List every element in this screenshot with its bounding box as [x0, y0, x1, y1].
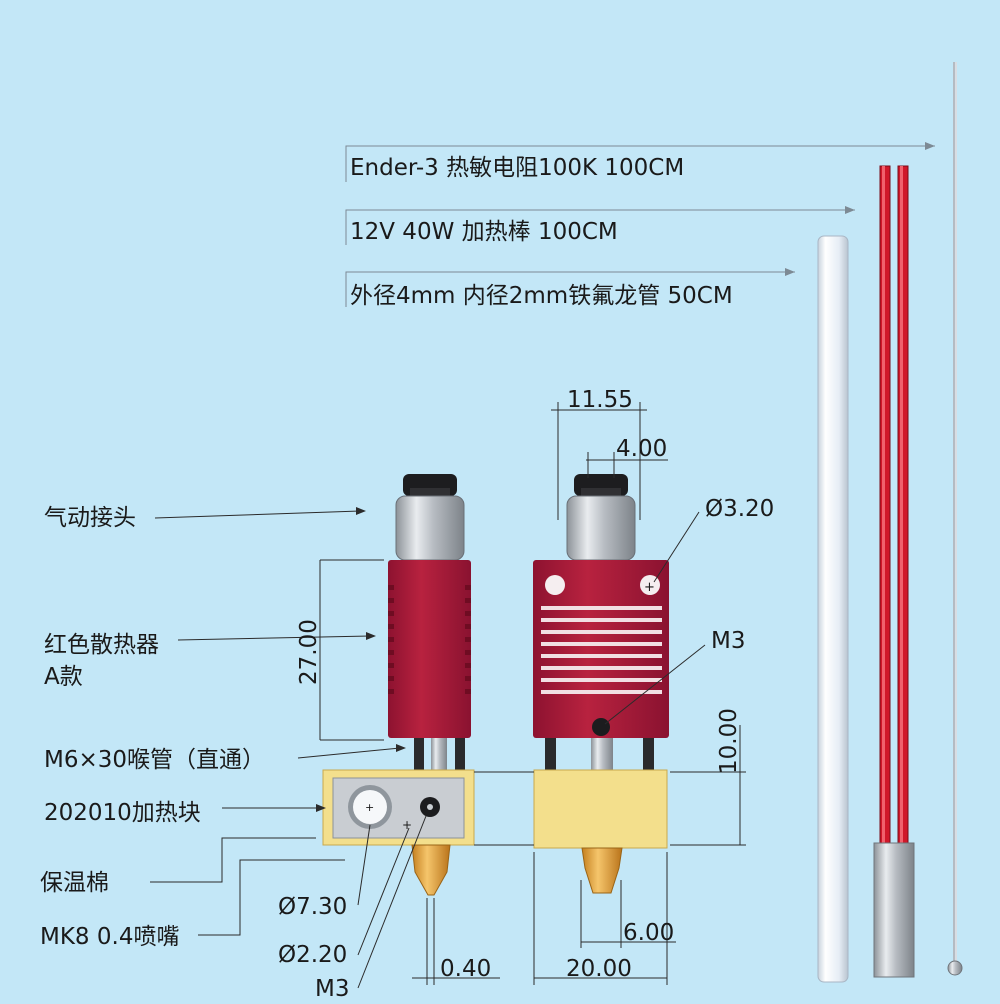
dim-screw-m3-right: M3 [711, 628, 745, 654]
thermistor-probe [947, 62, 963, 976]
dim-heatsink-height: 27.00 [296, 619, 322, 685]
pneumatic-fitting-body [395, 495, 465, 561]
heater-cartridge-wires [879, 165, 909, 847]
top-leaders [345, 145, 935, 307]
label-heatsink-line2: A款 [44, 664, 83, 690]
dim-block-hole-small: Ø2.20 [278, 942, 347, 968]
hotend-front-view: + [533, 474, 669, 894]
part-leaders [150, 510, 706, 989]
dim-block-height: 10.00 [716, 708, 742, 774]
ptfe-tube [817, 235, 849, 983]
dim-hole-diameter: Ø3.20 [705, 496, 774, 522]
label-insulation: 保温棉 [40, 870, 109, 896]
heatsink-side [388, 560, 471, 738]
heatsink-hole-left [545, 575, 565, 595]
dim-screw-m3-left: M3 [315, 976, 349, 1000]
dim-top-width: 11.55 [567, 387, 633, 413]
svg-text:+: + [644, 580, 655, 595]
heatsink-screw-m3 [592, 718, 610, 736]
nozzle-front [581, 847, 623, 894]
nozzle-side [411, 844, 451, 896]
label-throat: M6×30喉管（直通） [44, 747, 265, 773]
label-ptfe-tube: 外径4mm 内径2mm铁氟龙管 50CM [350, 283, 733, 309]
dim-nozzle-offset: 6.00 [623, 920, 674, 946]
dim-block-hole-large: Ø7.30 [278, 894, 347, 920]
heater-cartridge-body [873, 842, 915, 978]
dim-nozzle-tip: 0.40 [440, 956, 491, 982]
label-thermistor: Ender-3 热敏电阻100K 100CM [350, 155, 684, 181]
heater-block-front [533, 769, 668, 849]
hotend-side-view: + + [322, 474, 475, 896]
label-heater-block: 202010加热块 [44, 800, 201, 826]
label-heater-cartridge: 12V 40W 加热棒 100CM [350, 219, 618, 245]
label-nozzle: MK8 0.4喷嘴 [40, 924, 179, 950]
dim-block-width: 20.00 [566, 956, 632, 982]
label-pneumatic-fitting: 气动接头 [44, 505, 136, 531]
throat-side [431, 738, 447, 772]
svg-text:+: + [365, 801, 374, 814]
svg-text:+: + [402, 818, 412, 832]
label-heatsink-line1: 红色散热器 [44, 632, 159, 658]
dimension-lines [319, 402, 746, 985]
heatsink-fins [541, 606, 662, 694]
dim-top-inner: 4.00 [616, 436, 667, 462]
